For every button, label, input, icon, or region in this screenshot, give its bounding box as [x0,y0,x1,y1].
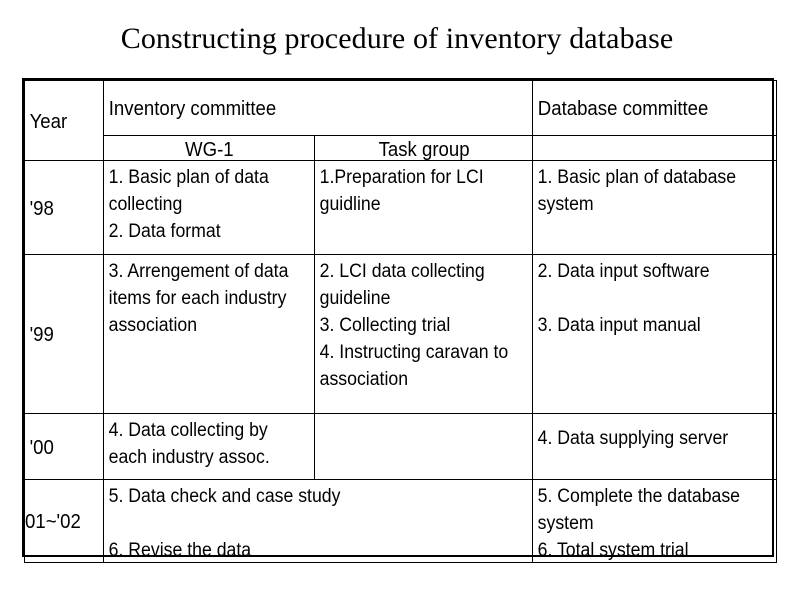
table-row: '00 4. Data collecting by each industry … [24,413,777,480]
wg1-cell-98: 1. Basic plan of data collecting 2. Data… [103,160,315,255]
wg1-cell-00: 4. Data collecting by each industry asso… [103,413,315,480]
database-text-line-1: 5. Complete the database system [537,486,741,534]
year-cell-01-02: 01~'02 [24,479,104,563]
header-label-inventory-committee: Inventory committee [108,98,277,120]
database-cell-00: 4. Data supplying server [532,413,777,480]
spacer [538,285,773,312]
year-label: 01~'02 [25,511,81,533]
table: Year Inventory committee Database commit… [24,80,777,563]
header-cell-year: Year [24,80,104,161]
header-label-database-committee: Database committee [537,98,709,120]
database-cell-01-02: 5. Complete the database system 6. Total… [532,479,777,563]
spacer [109,510,529,537]
wg1-text: 1. Basic plan of data collecting 2. Data… [108,167,269,242]
year-cell-98: '98 [24,160,104,255]
header-label-task-group: Task group [378,139,470,160]
wg1-text: 3. Arrengement of data items for each in… [108,261,289,336]
year-label: '98 [29,197,54,220]
database-text-block: 5. Complete the database system 6. Total… [534,481,776,562]
merged-text-line-1: 5. Data check and case study [108,486,341,507]
table-row: '99 3. Arrengement of data items for eac… [24,254,777,414]
database-text-line-1: 2. Data input software [537,261,710,282]
page-title: Constructing procedure of inventory data… [120,22,674,55]
database-text-line-2: 6. Total system trial [537,540,689,561]
inventory-procedure-table: Year Inventory committee Database commit… [22,78,777,563]
database-text: 1. Basic plan of database system [537,167,737,215]
task-group-text: 2. LCI data collecting guideline 3. Coll… [319,261,509,390]
header-cell-inventory-committee: Inventory committee [103,80,533,136]
header-cell-wg1: WG-1 [103,135,315,161]
database-text: 4. Data supplying server [537,428,729,449]
year-label: '99 [29,324,54,346]
merged-text-block: 5. Data check and case study 6. Revise t… [105,481,532,562]
database-text-line-2: 3. Data input manual [537,315,701,336]
header-cell-database-committee: Database committee [532,80,777,136]
header-cell-task-group: Task group [314,135,533,161]
header-label-wg1: WG-1 [185,139,234,160]
task-group-cell-98: 1.Preparation for LCI guidline [314,160,533,255]
header-label-year: Year [29,110,68,133]
wg1-cell-99: 3. Arrengement of data items for each in… [103,254,315,414]
database-text-block: 2. Data input software 3. Data input man… [534,256,776,413]
table-row: 01~'02 5. Data check and case study 6. R… [24,479,777,563]
table-header-row-1: Year Inventory committee Database commit… [24,80,777,161]
merged-activities-cell: 5. Data check and case study 6. Revise t… [103,479,533,563]
year-cell-00: '00 [24,413,104,480]
header-cell-database-sub [532,135,777,161]
year-label: '00 [29,436,54,459]
database-cell-99: 2. Data input software 3. Data input man… [532,254,777,414]
table-row: '98 1. Basic plan of data collecting 2. … [24,160,777,255]
merged-text-line-2: 6. Revise the data [108,540,252,561]
header-label-database-sub [534,137,776,160]
table-header-row-2: WG-1 Task group [25,135,777,161]
task-group-cell-00 [314,413,533,480]
task-group-cell-99: 2. LCI data collecting guideline 3. Coll… [314,254,533,414]
database-cell-98: 1. Basic plan of database system [532,160,777,255]
wg1-text: 4. Data collecting by each industry asso… [108,420,270,468]
year-cell-99: '99 [24,254,104,414]
task-group-text: 1.Preparation for LCI guidline [319,167,484,215]
task-group-text [316,415,532,479]
